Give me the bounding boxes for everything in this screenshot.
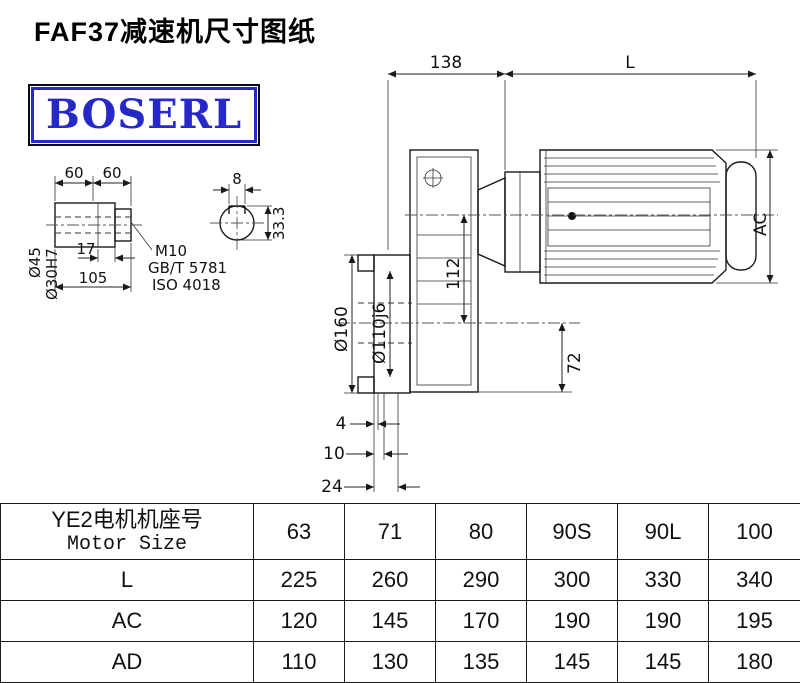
gearbox-housing: 112 xyxy=(410,150,540,392)
standard-iso-label: ISO 4018 xyxy=(152,276,221,294)
dim-60-right-label: 60 xyxy=(102,164,121,182)
shaft-detail-view: 60 60 17 105 Ø45 Ø30H7 M10 GB/T 5781 ISO… xyxy=(26,164,227,300)
dim-AC-label: AC xyxy=(751,213,771,236)
table-cell: 330 xyxy=(618,560,709,601)
motor-dimension-table: YE2电机机座号 Motor Size 63 71 80 90S 90L 100… xyxy=(0,503,800,683)
row-label-AC: AC xyxy=(1,601,254,642)
table-row-L: L 225 260 290 300 330 340 xyxy=(1,560,800,601)
table-cell: 190 xyxy=(527,601,618,642)
header-motor-size-cn: YE2电机机座号 xyxy=(1,507,253,533)
table-cell: 110 xyxy=(254,642,345,683)
row-label-AD: AD xyxy=(1,642,254,683)
motor-size-100: 100 xyxy=(709,504,800,560)
header-motor-size-en: Motor Size xyxy=(1,533,253,557)
row-label-L: L xyxy=(1,560,254,601)
dim-d160-label: Ø160 xyxy=(332,306,352,352)
table-row-AC: AC 120 145 170 190 190 195 xyxy=(1,601,800,642)
motor-size-80: 80 xyxy=(436,504,527,560)
table-cell: 170 xyxy=(436,601,527,642)
motor-size-90L: 90L xyxy=(618,504,709,560)
dim-138-label: 138 xyxy=(430,53,462,73)
dim-105-label: 105 xyxy=(79,269,108,287)
dim-24-label: 24 xyxy=(321,477,343,497)
shaft-section-view: 8 33.3 xyxy=(210,170,288,250)
table-cell: 180 xyxy=(709,642,800,683)
motor-size-63: 63 xyxy=(254,504,345,560)
dim-72-label: 72 xyxy=(565,352,585,374)
table-cell: 145 xyxy=(527,642,618,683)
dim-33-3-label: 33.3 xyxy=(270,207,288,240)
standard-gb-label: GB/T 5781 xyxy=(148,259,227,277)
table-cell: 130 xyxy=(345,642,436,683)
dim-d110-label: Ø110j6 xyxy=(370,303,390,364)
table-cell: 135 xyxy=(436,642,527,683)
bottom-dimensions: 4 10 24 xyxy=(321,393,420,497)
table-cell: 290 xyxy=(436,560,527,601)
dim-10-label: 10 xyxy=(323,444,345,464)
motor-size-71: 71 xyxy=(345,504,436,560)
table-cell: 340 xyxy=(709,560,800,601)
table-cell: 300 xyxy=(527,560,618,601)
dim-112-label: 112 xyxy=(444,258,464,290)
motor-size-90S: 90S xyxy=(527,504,618,560)
dim-8-label: 8 xyxy=(232,170,242,188)
dim-d45-label: Ø45 xyxy=(26,247,44,278)
technical-drawing: 60 60 17 105 Ø45 Ø30H7 M10 GB/T 5781 ISO… xyxy=(0,0,800,503)
table-cell: 195 xyxy=(709,601,800,642)
header-motor-size-cell: YE2电机机座号 Motor Size xyxy=(1,504,254,560)
thread-m10-label: M10 xyxy=(155,242,187,260)
dim-L-label: L xyxy=(625,53,635,73)
table-header-row: YE2电机机座号 Motor Size 63 71 80 90S 90L 100 xyxy=(1,504,800,560)
table-row-AD: AD 110 130 135 145 145 180 xyxy=(1,642,800,683)
dim-4-label: 4 xyxy=(336,414,347,434)
dim-60-left-label: 60 xyxy=(64,164,83,182)
top-dimensions: 138 L xyxy=(388,53,756,250)
table-cell: 190 xyxy=(618,601,709,642)
table-cell: 145 xyxy=(345,601,436,642)
dim-d30-label: Ø30H7 xyxy=(43,248,61,300)
table-cell: 120 xyxy=(254,601,345,642)
table-cell: 145 xyxy=(618,642,709,683)
table-cell: 225 xyxy=(254,560,345,601)
table-cell: 260 xyxy=(345,560,436,601)
dim-17-label: 17 xyxy=(76,240,95,258)
